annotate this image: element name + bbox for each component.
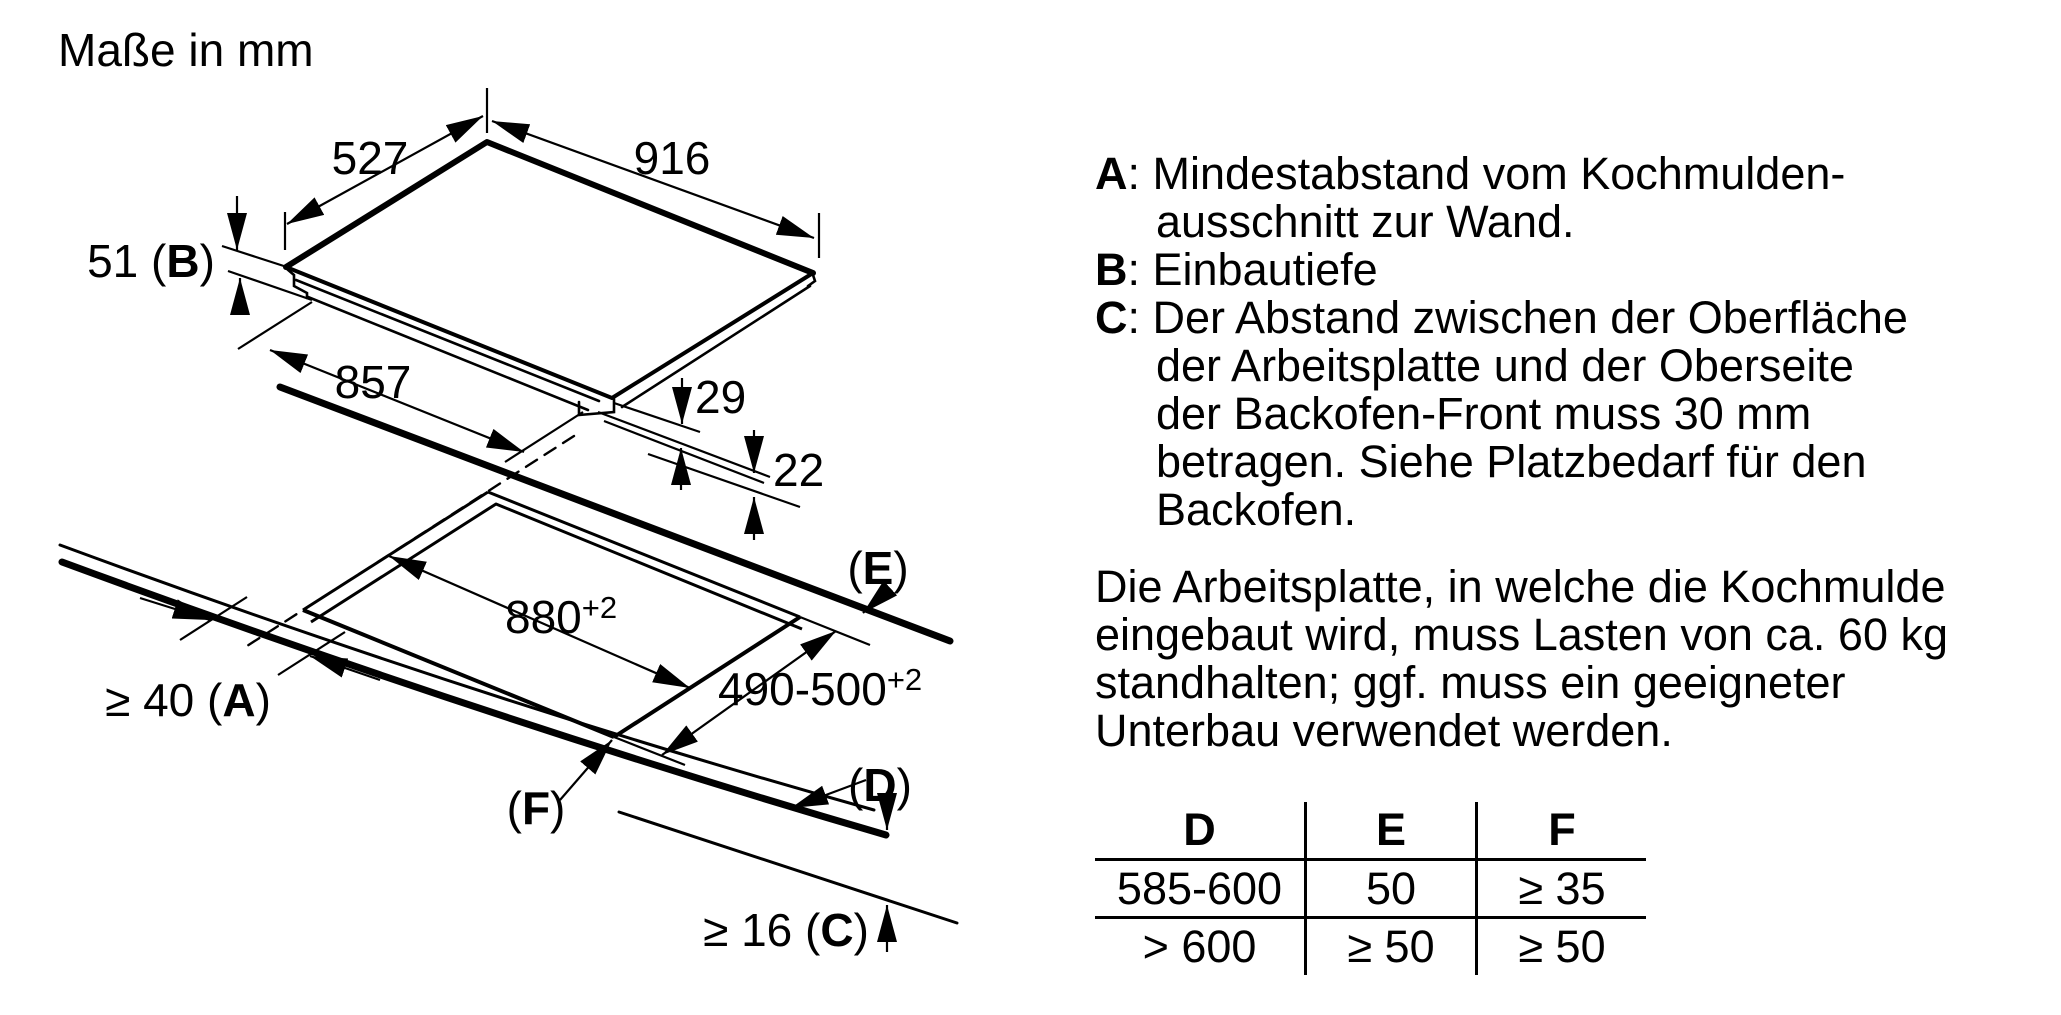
legend-text: betragen. Siehe Platzbedarf für den: [1156, 436, 1867, 487]
cutout-back-right-edge: [487, 490, 801, 619]
dimension-857: [237, 301, 584, 463]
label-880: 880+2: [505, 590, 617, 643]
legend-text: Backofen.: [1156, 484, 1357, 535]
dim-line: [491, 119, 815, 240]
note-line: standhalten; ggf. muss ein geeigneter: [1095, 657, 1846, 708]
legend-line: A: Mindestabstand vom Kochmulden-: [1095, 150, 2025, 198]
legend-text: : Mindestabstand vom Kochmulden-: [1127, 148, 1846, 199]
cell-d2: > 600: [1142, 921, 1257, 973]
dimension-916: [491, 119, 821, 258]
dimension-490-500: [613, 615, 871, 767]
col-header-f: F: [1475, 802, 1646, 861]
note-line: Die Arbeitsplatte, in welche die Kochmul…: [1095, 561, 1946, 612]
label-c: ≥ 16 (C): [703, 904, 869, 956]
worktop-back-edge: [276, 383, 954, 645]
hob-chassis: [285, 267, 817, 417]
label-51-b: 51 (B): [87, 235, 215, 287]
label-d: (D): [848, 759, 912, 811]
legend-line: der Arbeitsplatte und der Oberseite: [1095, 342, 2025, 390]
legend-line: ausschnitt zur Wand.: [1095, 198, 2025, 246]
worktop-note: Die Arbeitsplatte, in welche die Kochmul…: [1095, 563, 2025, 755]
dimension-527: [283, 88, 489, 250]
hob-chassis-right-edge: [620, 284, 812, 409]
ext-line: [227, 269, 313, 302]
label-490-500: 490-500+2: [718, 662, 922, 715]
cell-f1: ≥ 35: [1475, 859, 1646, 919]
ext-line: [221, 244, 291, 270]
cutout-back-left-edge: [302, 490, 489, 612]
legend-text: : Der Abstand zwischen der Oberfläche: [1127, 292, 1908, 343]
legend-text: : Einbautiefe: [1127, 244, 1378, 295]
cutout-inner-edges: [310, 502, 803, 631]
col-header-d: D: [1095, 802, 1306, 861]
dim-line: [269, 348, 525, 454]
label-916: 916: [634, 132, 711, 184]
dim-line: [661, 630, 837, 756]
legend-line: B: Einbautiefe: [1095, 246, 2025, 294]
dimension-880-line: [388, 554, 691, 690]
ext-line-chassis-bottom: [597, 410, 771, 479]
page-title: Maße in mm: [58, 24, 314, 76]
ext-line: [277, 631, 346, 676]
legend-line: Backofen.: [1095, 486, 2025, 534]
label-527: 527: [332, 132, 409, 184]
legend: A: Mindestabstand vom Kochmulden- aussch…: [1095, 150, 2025, 534]
hob-chassis-mid-edge: [294, 278, 601, 403]
label-a: ≥ 40 (A): [105, 674, 271, 726]
ext-line-glass-bottom: [613, 401, 701, 434]
legend-line: C: Der Abstand zwischen der Oberfläche: [1095, 294, 2025, 342]
ext-line: [613, 735, 686, 767]
worktop-bottom-edge: [617, 810, 959, 925]
label-857: 857: [335, 356, 412, 408]
dim-line: [286, 115, 484, 225]
note-line: eingebaut wird, muss Lasten von ca. 60 k…: [1095, 609, 1949, 660]
label-29: 29: [695, 371, 746, 423]
note-line: Unterbau verwendet werden.: [1095, 705, 1673, 756]
label-e: (E): [847, 542, 908, 594]
legend-line: der Backofen-Front muss 30 mm: [1095, 390, 2025, 438]
ref-f-arrow: [559, 739, 613, 801]
legend-key-c: C: [1095, 292, 1128, 343]
def-spec-table: D E F 585-600 50 ≥ 35 > 600 ≥ 50 ≥ 50: [1095, 802, 1646, 975]
label-22: 22: [773, 444, 824, 496]
ref-e-arrow: [862, 580, 898, 614]
ref-d-arrow: [790, 778, 867, 810]
hob-glass-front-edges: [284, 265, 815, 400]
col-header-e: E: [1304, 802, 1477, 861]
table-row: > 600 ≥ 50 ≥ 50: [1095, 917, 1646, 975]
legend-line: betragen. Siehe Platzbedarf für den: [1095, 438, 2025, 486]
dimension-29-22-lines: [597, 378, 801, 540]
cell-e1: 50: [1304, 859, 1477, 919]
legend-key-a: A: [1095, 148, 1128, 199]
legend-text: der Arbeitsplatte und der Oberseite: [1156, 340, 1854, 391]
arrow: [309, 654, 381, 682]
table-header-row: D E F: [1095, 802, 1646, 861]
arrow: [139, 596, 211, 622]
hob-chassis-step-left: [285, 267, 309, 300]
ext-line: [179, 596, 248, 641]
hob-junction-tab: [577, 397, 616, 417]
dimension-a: [139, 596, 381, 682]
ext-line: [237, 301, 313, 350]
hob-chassis-step-right: [806, 273, 817, 288]
dimension-51-b: [221, 196, 313, 315]
cell-f2: ≥ 50: [1475, 917, 1646, 975]
legend-text: ausschnitt zur Wand.: [1156, 196, 1575, 247]
cell-e2: ≥ 50: [1304, 917, 1477, 975]
ext-line: [504, 411, 584, 463]
worktop-front-top-edge: [58, 543, 876, 812]
legend-text: der Backofen-Front muss 30 mm: [1156, 388, 1812, 439]
table-row: 585-600 50 ≥ 35: [1095, 859, 1646, 919]
ext-line-chassis-bottom-2: [603, 419, 765, 485]
cell-d1: 585-600: [1095, 859, 1306, 919]
legend-key-b: B: [1095, 244, 1128, 295]
label-f: (F): [507, 782, 566, 834]
